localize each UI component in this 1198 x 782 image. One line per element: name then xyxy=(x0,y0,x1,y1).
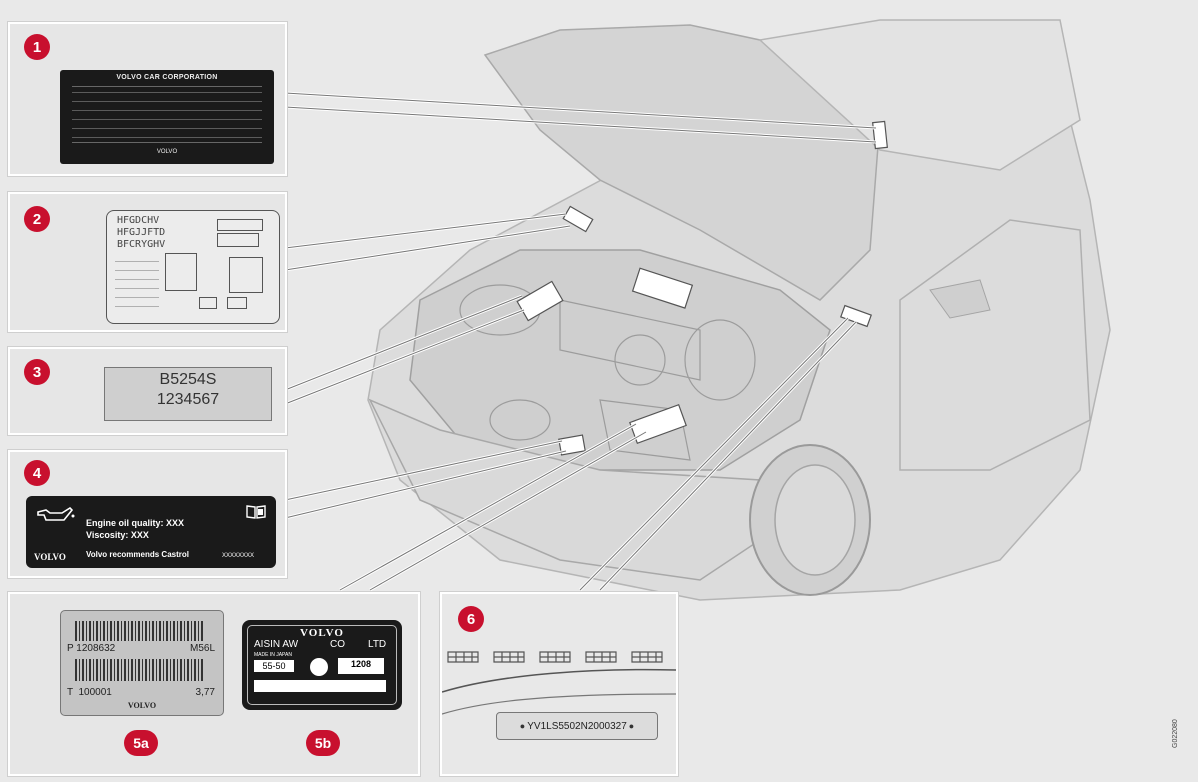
label-2-line3: BFCRYGHV xyxy=(117,239,166,250)
label-3-serial: 1234567 xyxy=(156,391,220,408)
panel-6: 6 ● YV1LS5502N2000327 ● xyxy=(440,592,678,776)
label-4-brand: VOLVO xyxy=(34,552,66,562)
label-2-box xyxy=(227,297,247,309)
engine-part xyxy=(559,299,701,381)
panel-2: 2 HFGDCHV HFGJJFTD BFCRYGHV xyxy=(8,192,287,332)
label-1-title: VOLVO CAR CORPORATION xyxy=(116,74,218,81)
callout-5b: 5b xyxy=(306,730,340,756)
engine-part xyxy=(684,319,756,401)
label-5b-maker: AISIN AW xyxy=(254,639,299,650)
panel-1: 1 VOLVO CAR CORPORATION VOLVO xyxy=(8,22,287,176)
vin-dot-left: ● xyxy=(519,721,526,731)
label-4-code: XXXXXXXX xyxy=(222,553,255,559)
engine-part xyxy=(614,334,666,386)
label-5b-code-box: 1208 xyxy=(338,658,384,674)
engine-part xyxy=(489,399,551,441)
label-2-line1: HFGDCHV xyxy=(117,215,160,226)
label-2-box xyxy=(199,297,217,309)
label-5b-type-box: 55-50 xyxy=(254,660,294,672)
label-2-plate: HFGDCHV HFGJJFTD BFCRYGHV xyxy=(106,210,280,324)
label-1-text-block xyxy=(72,86,262,143)
marker-hood xyxy=(631,267,694,309)
panel-5: P 1208632 M56L T 100001 3,77 VOLVO 5a VO… xyxy=(8,592,420,776)
engine-bay xyxy=(409,249,831,471)
label-4-recommend: Volvo recommends Castrol xyxy=(86,550,189,559)
figure-id: G022080 xyxy=(1172,719,1179,748)
manual-book-icon xyxy=(246,505,266,519)
label-5b-made-in: MADE IN JAPAN xyxy=(254,652,292,658)
label-2-small-text xyxy=(115,255,159,309)
label-5b-ltd: LTD xyxy=(368,639,387,650)
label-4-viscosity: Viscosity: XXX xyxy=(86,530,149,540)
label-5b-inner xyxy=(247,625,397,705)
windshield-detail xyxy=(442,651,676,715)
label-2-box xyxy=(165,253,197,291)
label-4-plate: Engine oil quality: XXX Viscosity: XXX V… xyxy=(26,496,276,568)
marker-1 xyxy=(872,120,888,150)
label-5b-co: CO xyxy=(330,639,345,650)
marker-6 xyxy=(840,304,872,328)
callout-4: 4 xyxy=(24,460,50,486)
callout-5a: 5a xyxy=(124,730,158,756)
car-hood xyxy=(483,24,881,301)
car-windshield xyxy=(758,19,1081,171)
car-hubcap xyxy=(774,464,856,576)
label-5b-serial-box xyxy=(254,680,386,692)
label-5a-barcode xyxy=(75,621,205,641)
callout-3: 3 xyxy=(24,359,50,385)
vin-plate: ● YV1LS5502N2000327 ● xyxy=(496,712,658,740)
label-5b-circle xyxy=(310,658,328,676)
label-5a-brand: VOLVO xyxy=(127,701,157,710)
label-5a-ratio: 3,77 xyxy=(195,687,215,698)
vin-number: YV1LS5502N2000327 xyxy=(527,720,627,732)
car-door xyxy=(899,219,1091,471)
label-5a-serial: T 100001 xyxy=(67,687,112,698)
label-5b-plate: VOLVO AISIN AW CO LTD MADE IN JAPAN 55-5… xyxy=(242,620,402,710)
label-5a-part: P 1208632 xyxy=(67,643,116,654)
label-5a-plate: P 1208632 M56L T 100001 3,77 VOLVO xyxy=(60,610,224,716)
label-2-line2: HFGJJFTD xyxy=(117,227,166,238)
label-2-box xyxy=(229,257,263,293)
panel-4: 4 Engine oil quality: XXX Viscosity: XXX… xyxy=(8,450,287,578)
engine-part xyxy=(599,399,691,461)
oil-can-icon xyxy=(37,506,75,521)
callout-6: 6 xyxy=(458,606,484,632)
callout-1: 1 xyxy=(24,34,50,60)
label-3-engine-type: B5254S xyxy=(159,371,217,388)
vin-dot-right: ● xyxy=(628,721,635,731)
label-3-plate: B5254S 1234567 xyxy=(104,367,272,421)
label-5b-brand: VOLVO xyxy=(300,627,344,639)
label-2-box xyxy=(217,233,259,247)
label-1-brand: VOLVO xyxy=(156,149,178,155)
label-1-plate: VOLVO CAR CORPORATION VOLVO xyxy=(60,70,274,164)
label-5a-barcode xyxy=(75,659,205,681)
label-2-box xyxy=(217,219,263,231)
label-5a-model: M56L xyxy=(189,643,215,654)
car-mirror xyxy=(929,279,991,319)
label-4-quality: Engine oil quality: XXX xyxy=(86,518,185,528)
callout-2: 2 xyxy=(24,206,50,232)
marker-2 xyxy=(562,205,594,233)
panel-3: 3 B5254S 1234567 xyxy=(8,347,287,435)
